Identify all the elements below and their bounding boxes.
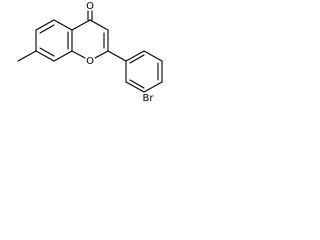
aryl-link-bond: [107, 50, 127, 62]
pyranone-ring: [71, 19, 109, 59]
carbonyl-bond: [87, 10, 93, 21]
methyl-bond: [17, 50, 37, 62]
bromophenyl-ring: [125, 50, 163, 93]
bromine-label: Br: [143, 93, 155, 103]
ring-oxygen-label: O: [86, 56, 94, 67]
benzo-ring: [35, 19, 73, 62]
chemical-structure: O O Br: [17, 1, 163, 103]
carbonyl-oxygen-label: O: [86, 1, 94, 12]
